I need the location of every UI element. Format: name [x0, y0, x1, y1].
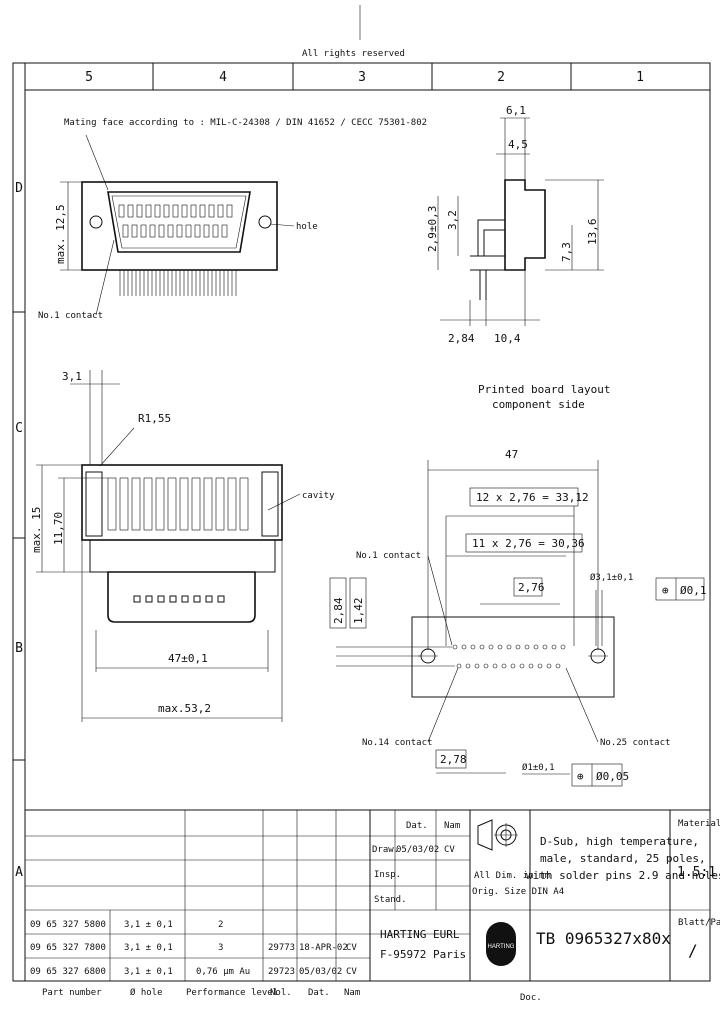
- pcb-layout: Printed board layout component side 47 1…: [329, 383, 707, 787]
- drawn-name: CV: [444, 845, 455, 855]
- zone-row-D: D: [15, 181, 23, 196]
- part-row-2-number: 09 65 327 7800: [30, 943, 106, 953]
- mating-face-note: Mating face according to : MIL-C-24308 /…: [64, 118, 427, 128]
- side-dim-13-6: 13,6: [586, 219, 599, 246]
- nam-header: Nam: [444, 821, 460, 831]
- front-view: Mating face according to : MIL-C-24308 /…: [38, 118, 427, 321]
- front-contact1-label: No.1 contact: [38, 311, 103, 321]
- zone-row-B: B: [15, 641, 23, 656]
- pcb-title-line1: Printed board layout: [478, 383, 610, 396]
- side-view: 6,1 4,5 2,9±0,3 3,2 13,6 7,3 2,84 10,4: [426, 104, 604, 345]
- section-view: 3,1 R1,55 max. 15 11,70 cavity 47±0,1 ma…: [30, 370, 335, 722]
- col-header-performance: Performance level: [186, 988, 278, 998]
- zone-row-A: A: [15, 865, 23, 880]
- tolerance-note: All Dim. in mm: [474, 871, 550, 881]
- zone-row-C: C: [15, 421, 23, 436]
- part-row-1-number: 09 65 327 6800: [30, 967, 106, 977]
- description-line-1: D-Sub, high temperature,: [540, 835, 699, 848]
- inner-frame: [24, 62, 711, 982]
- pcb-dim-2-84: 2,84: [332, 597, 345, 624]
- side-dim-2-9: 2,9±0,3: [426, 206, 439, 252]
- drawn-label: Draw.: [372, 845, 399, 855]
- part-row-1-hole: 3,1 ± 0,1: [124, 967, 173, 977]
- zone-col-4: 4: [219, 70, 227, 85]
- side-dim-6-1: 6,1: [506, 104, 526, 117]
- side-dim-10-4: 10,4: [494, 332, 521, 345]
- pcb-contact1-label: No.1 contact: [356, 551, 421, 561]
- pcb-title-line2: component side: [492, 398, 585, 411]
- hole-label: hole: [296, 222, 318, 232]
- col-header-dat: Dat.: [308, 988, 330, 998]
- part-row-3-number: 09 65 327 5800: [30, 920, 106, 930]
- dat-header: Dat.: [406, 821, 428, 831]
- cavity-label: cavity: [302, 491, 335, 501]
- side-dim-3-2: 3,2: [446, 210, 459, 230]
- company-line-2: F-95972 Paris: [380, 948, 466, 961]
- sheet-label: Blatt/Page: [678, 918, 720, 928]
- doc-label: Doc.: [520, 993, 542, 1003]
- part-row-2-hole: 3,1 ± 0,1: [124, 943, 173, 953]
- pcb-tol-small-symbol: ⊕: [577, 770, 584, 783]
- part-row-2-name: CV: [346, 943, 357, 953]
- zone-col-5: 5: [85, 70, 93, 85]
- section-dim-max-15: max. 15: [30, 507, 43, 553]
- zone-col-1: 1: [636, 70, 644, 85]
- description-line-2: male, standard, 25 poles,: [540, 852, 706, 865]
- pcb-dim-33-12: 12 x 2,76 = 33,12: [476, 491, 589, 504]
- drg-note: Orig. Size DIN A4: [472, 887, 564, 897]
- col-header-hole: Ø hole: [130, 987, 163, 998]
- col-header-part-number: Part number: [42, 988, 102, 998]
- pcb-contact25-label: No.25 contact: [600, 738, 670, 748]
- part-row-1-date: 05/03/02: [299, 967, 342, 977]
- insp-label: Insp.: [374, 870, 401, 880]
- sheet-value: /: [688, 941, 698, 960]
- part-row-2-level: 3: [218, 943, 223, 953]
- col-header-nol: Nol.: [270, 988, 292, 998]
- section-dim-47: 47±0,1: [168, 652, 208, 665]
- side-dim-2-84: 2,84: [448, 332, 475, 345]
- side-dim-7-3: 7,3: [560, 242, 573, 262]
- material-label: Material/ Scale: [678, 819, 720, 829]
- stand-label: Stand.: [374, 895, 407, 905]
- scale-value: 1.5:1: [677, 865, 716, 880]
- pcb-dim-2-78: 2,78: [440, 753, 467, 766]
- projection-symbol-icon: [477, 819, 518, 851]
- front-height-dim: max. 12,5: [54, 204, 67, 264]
- drawn-date: 05/03/02: [396, 845, 439, 855]
- part-row-1-nol: 29723: [268, 967, 295, 977]
- part-row-1-level: 0,76 µm Au: [196, 967, 250, 977]
- svg-text:HARTING: HARTING: [488, 944, 515, 950]
- drawing-number: TB 0965327x80x: [536, 929, 671, 948]
- pcb-dim-30-36: 11 x 2,76 = 30,36: [472, 537, 585, 550]
- pcb-dim-2-76: 2,76: [518, 581, 545, 594]
- section-dim-max-53-2: max.53,2: [158, 702, 211, 715]
- section-dim-3-1: 3,1: [62, 370, 82, 383]
- description-line-3: with solder pins 2.9 and holes: [526, 869, 720, 882]
- top-note: All rights reserved: [302, 49, 405, 59]
- pcb-hole-large: Ø3,1±0,1: [590, 572, 633, 583]
- part-row-3-level: 2: [218, 920, 223, 930]
- pcb-hole-small: Ø1±0,1: [522, 762, 555, 773]
- pcb-tol-small: Ø0,05: [596, 770, 629, 783]
- harting-logo: HARTING: [486, 922, 516, 966]
- title-block: 09 65 327 5800 3,1 ± 0,1 2 09 65 327 780…: [25, 809, 720, 1003]
- part-row-2-date: 18-APR-02: [299, 943, 348, 953]
- pcb-dim-47: 47: [505, 448, 518, 461]
- company-line-1: HARTING EURL: [380, 928, 460, 941]
- pcb-dim-1-42: 1,42: [352, 598, 365, 625]
- pcb-contact14-label: No.14 contact: [362, 738, 432, 748]
- pcb-tol-large-symbol: ⊕: [662, 584, 669, 597]
- part-row-3-hole: 3,1 ± 0,1: [124, 920, 173, 930]
- section-dim-r1-55: R1,55: [138, 412, 171, 425]
- part-row-1-name: CV: [346, 967, 357, 977]
- col-header-nam: Nam: [344, 988, 360, 998]
- zone-col-2: 2: [497, 70, 505, 85]
- zone-col-3: 3: [358, 70, 366, 85]
- part-row-2-nol: 29773: [268, 943, 295, 953]
- pcb-tol-large: Ø0,1: [680, 584, 707, 597]
- side-dim-4-5: 4,5: [508, 138, 528, 151]
- section-dim-11-70: 11,70: [52, 512, 65, 545]
